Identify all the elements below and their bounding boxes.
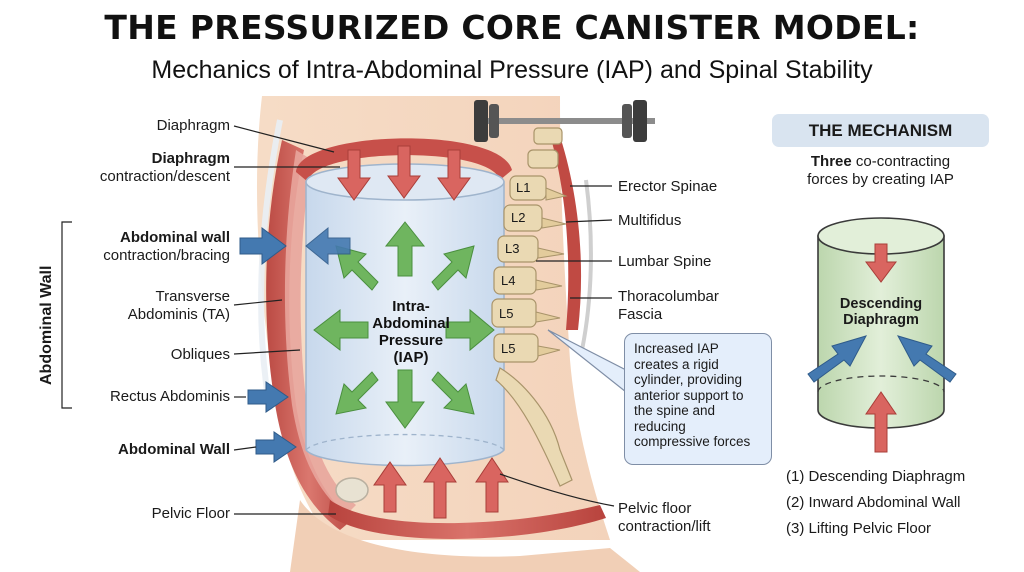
label-diaphragm-contraction-bold: Diaphragm — [151, 150, 230, 167]
label-abdominal-wall-bottom-text: Abdominal Wall — [118, 441, 230, 458]
pubic-bone — [335, 477, 369, 503]
lumbar-spine — [491, 127, 573, 487]
label-thoracolumbar-line1: Thoracolumbar — [618, 288, 719, 305]
iap-label-line2: Abdominal — [372, 315, 450, 332]
label-transverse-line2: Abdominis (TA) — [127, 306, 230, 323]
label-lumbar-spine: Lumbar Spine — [618, 253, 712, 270]
label-abdominal-wall-bottom: Abdominal Wall — [118, 441, 230, 459]
fascia-strip — [258, 119, 283, 411]
label-diaphragm: Diaphragm — [156, 117, 230, 134]
vertebra-l5-lower: L5 — [501, 341, 516, 356]
label-abdominal-wall-bracing: Abdominal wall contraction/bracing — [103, 229, 230, 265]
oblique-shape — [284, 150, 356, 515]
vertebra-l3: L3 — [505, 241, 520, 256]
label-multifidus: Multifidus — [618, 212, 682, 229]
abdominal-wall-group-label: Abdominal Wall — [38, 265, 55, 385]
mechanism-cylinder-label: Descending Diaphragm — [806, 296, 956, 328]
left-leader-lines — [61, 125, 340, 515]
iap-label-line3: Pressure — [378, 332, 444, 349]
label-abdominal-wall-rest: contraction/bracing — [103, 247, 230, 264]
pelvic-floor-muscle — [328, 500, 606, 539]
iap-explanation-callout: Increased IAP creates a rigid cylinder, … — [624, 333, 772, 465]
lower-body-silhouette — [290, 500, 640, 572]
label-pelvic-floor-line1: Pelvic floor — [618, 500, 692, 517]
vertebra-l2: L2 — [511, 210, 526, 225]
pelvic-red-arrows — [373, 457, 509, 519]
mechanism-desc-bold: Three — [810, 153, 852, 170]
mechanism-up-arrow — [865, 391, 897, 453]
diaphragm-red-arrows — [337, 145, 471, 201]
iap-label-line4: (IAP) — [393, 349, 429, 366]
mechanism-cylinder-label-line2: Diaphragm — [843, 312, 919, 328]
vertebra-l4: L4 — [501, 273, 516, 288]
label-pelvic-floor: Pelvic Floor — [151, 505, 230, 522]
mechanism-description: Three co-contracting forces by creating … — [772, 153, 989, 189]
abdominal-blue-arrows — [239, 226, 351, 463]
vertebra-l5-upper: L5 — [499, 306, 514, 321]
label-transverse-line1: Transverse — [155, 288, 230, 305]
iap-label-line1: Intra- — [392, 298, 430, 315]
mechanism-down-arrow — [865, 243, 897, 283]
diaphragm-dome — [296, 138, 512, 182]
label-thoracolumbar-fascia: Thoracolumbar Fascia — [618, 288, 719, 324]
legend-item-3: (3) Lifting Pelvic Floor — [786, 520, 932, 537]
label-diaphragm-contraction-rest: contraction/descent — [99, 168, 230, 185]
label-diaphragm-contraction: Diaphragm contraction/descent — [100, 150, 230, 186]
mechanism-legend: (1) Descending Diaphragm (2) Inward Abdo… — [786, 464, 965, 542]
label-pelvic-floor-line2: contraction/lift — [618, 518, 711, 535]
page-subtitle: Mechanics of Intra-Abdominal Pressure (I… — [151, 56, 873, 84]
erector-spinae-shape — [550, 130, 582, 330]
right-leader-lines — [499, 185, 615, 507]
label-obliques: Obliques — [170, 346, 230, 363]
mechanism-title: THE MECHANISM — [772, 114, 989, 147]
thoracolumbar-fascia-line — [580, 179, 593, 351]
vertebra-l1: L1 — [516, 180, 531, 195]
legend-item-2: (2) Inward Abdominal Wall — [786, 494, 961, 511]
mechanism-right-arrow — [896, 335, 957, 383]
label-transverse-abdominis: Transverse Abdominis (TA) — [128, 288, 230, 324]
label-thoracolumbar-line2: Fascia — [618, 306, 663, 323]
label-rectus-abdominis: Rectus Abdominis — [109, 388, 230, 405]
mechanism-desc-line2: forces by creating IAP — [807, 171, 954, 188]
legend-item-1: (1) Descending Diaphragm — [786, 468, 966, 485]
label-abdominal-wall-bold: Abdominal wall — [119, 229, 230, 246]
mechanism-left-arrow — [807, 335, 868, 383]
mechanism-cylinder-label-line1: Descending — [839, 296, 923, 312]
mechanism-desc-rest: co-contracting — [851, 153, 951, 170]
page-title: THE PRESSURIZED CORE CANISTER MODEL: — [104, 8, 920, 47]
label-erector-spinae: Erector Spinae — [618, 178, 718, 195]
barbell-icon — [474, 100, 655, 142]
green-pressure-arrows — [313, 221, 495, 429]
iap-label: Intra- Abdominal Pressure (IAP) — [356, 298, 466, 366]
label-pelvic-floor-lift: Pelvic floor contraction/lift — [618, 500, 711, 536]
